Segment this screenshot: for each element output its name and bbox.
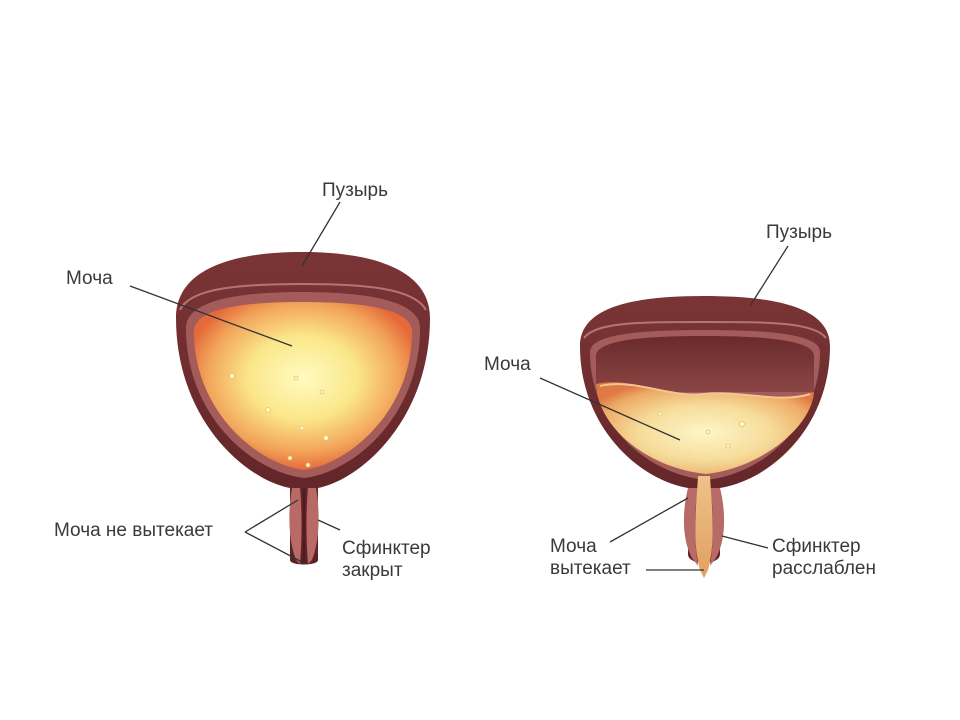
- right-leak-stream: [695, 476, 713, 578]
- right-bladder-rim: [583, 321, 827, 339]
- right-bubbles: [657, 411, 745, 459]
- right-leader-lines: [539, 245, 789, 571]
- right-bladder: [580, 296, 830, 578]
- right-urine-label: Моча: [484, 354, 531, 375]
- right-sphincter: [683, 488, 698, 566]
- right-sphincter-label-line1: Сфинктер: [772, 536, 861, 557]
- right-bladder-label: Пузырь: [766, 222, 832, 243]
- right-leak-label-line1: Моча: [550, 536, 597, 557]
- left-urine: [194, 302, 412, 470]
- right-urine: [596, 382, 814, 474]
- left-bladder: [176, 252, 430, 565]
- left-bubbles: [229, 373, 329, 468]
- left-no-leak-label: Моча не вытекает: [54, 520, 214, 541]
- right-empty-space: [596, 336, 814, 392]
- left-urine-label: Моча: [66, 268, 113, 289]
- left-leader-lines: [129, 201, 341, 563]
- left-sphincter: [289, 488, 302, 564]
- right-sphincter-label-line2: расслаблен: [772, 558, 876, 579]
- right-leak-label-line2: вытекает: [550, 558, 631, 579]
- left-bladder-label: Пузырь: [322, 180, 388, 201]
- left-sphincter-label-line1: Сфинктер: [342, 538, 431, 559]
- left-sphincter-label-line2: закрыт: [342, 560, 403, 581]
- left-bladder-rim: [179, 282, 427, 311]
